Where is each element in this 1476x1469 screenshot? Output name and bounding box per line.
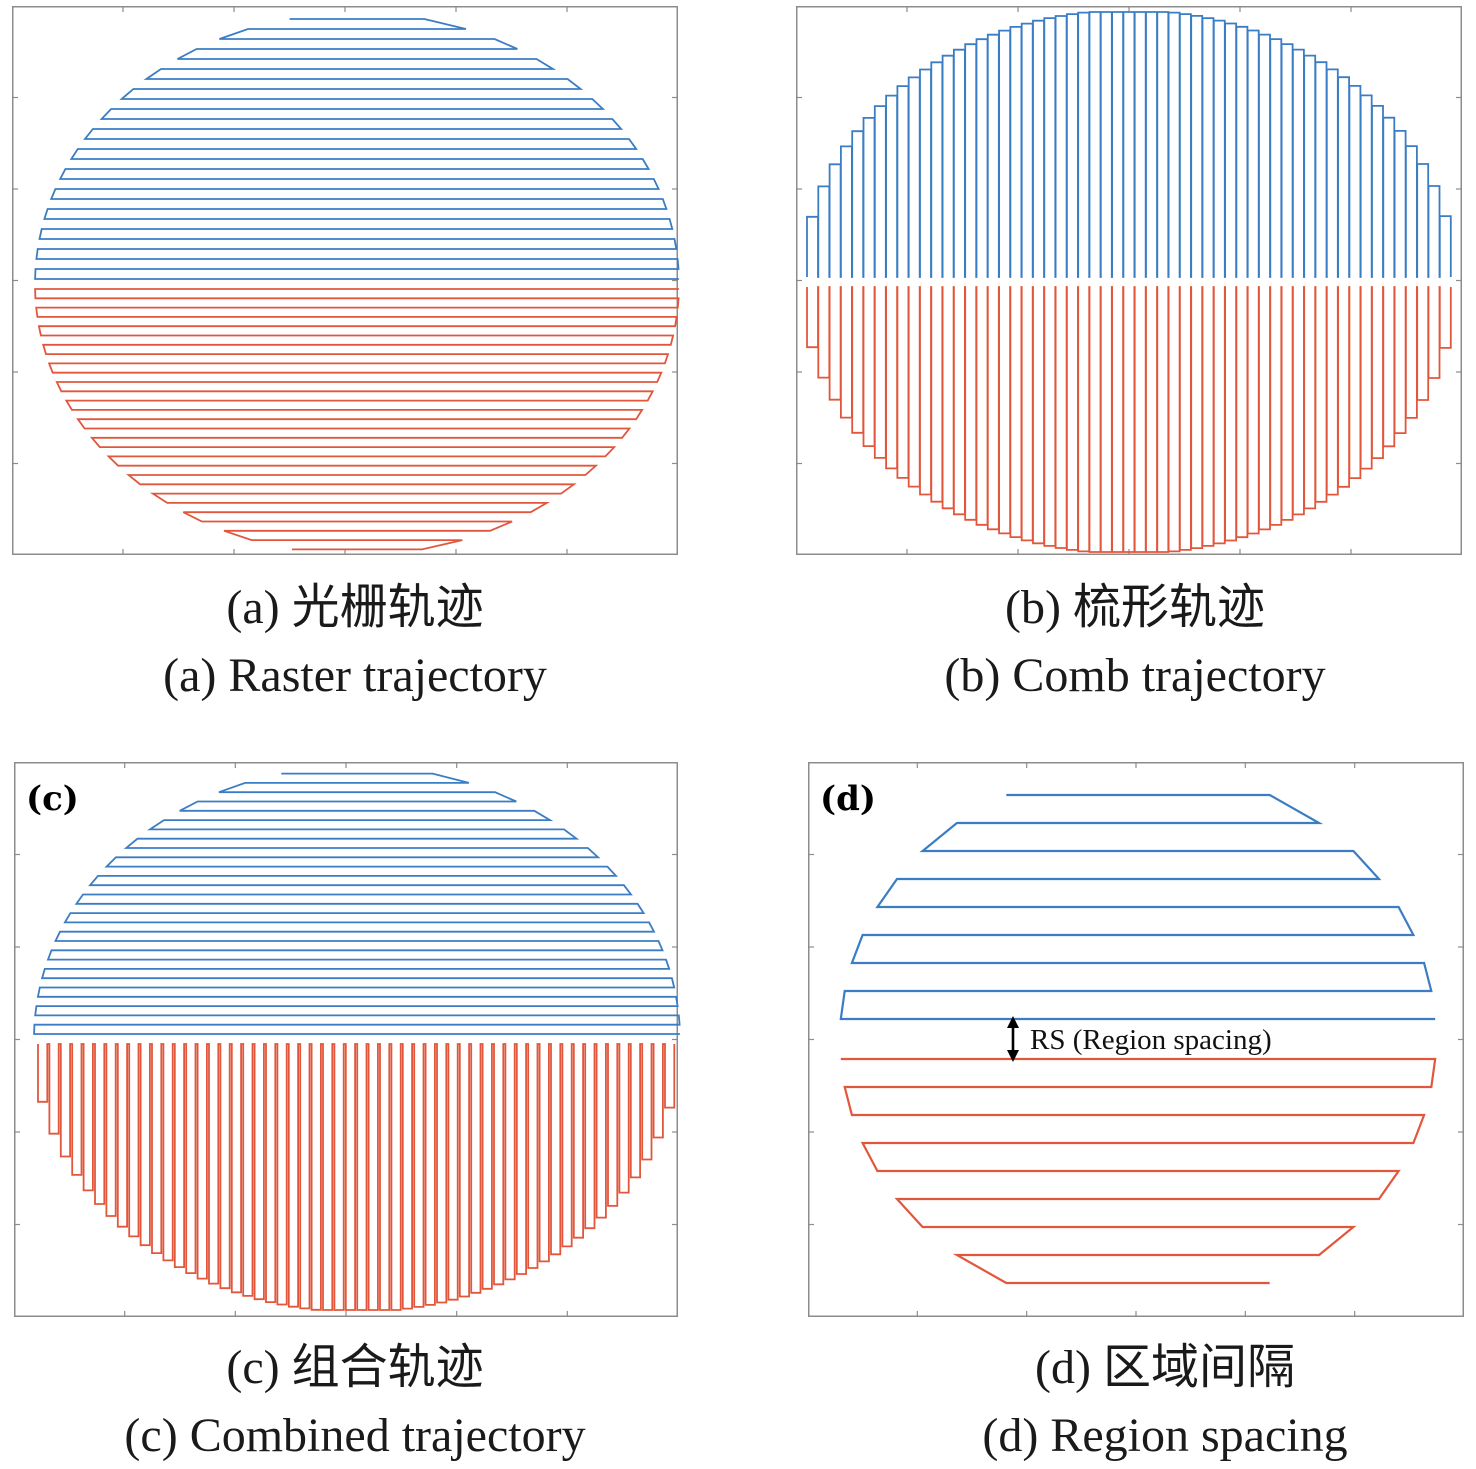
upper-region-trajectory	[33, 772, 681, 1035]
plot-frame	[796, 6, 1462, 555]
upper-region-trajectory	[34, 18, 680, 280]
axis-ticks	[12, 6, 678, 555]
comb-plot	[796, 6, 1462, 555]
lower-region-trajectory	[806, 286, 1452, 553]
panel-raster	[12, 6, 680, 555]
panel-combined: (c)	[14, 762, 681, 1317]
caption-en-a: (a) Raster trajectory	[163, 649, 547, 702]
caption-cn-a: (a) 光栅轨迹	[226, 581, 484, 634]
caption-en-d: (d) Region spacing	[982, 1409, 1348, 1462]
axis-ticks	[808, 762, 1464, 1317]
caption-en-b: (b) Comb trajectory	[944, 649, 1326, 702]
panel-region-spacing: (d) RS (Region spacing)	[808, 762, 1464, 1317]
lower-region-trajectory	[840, 1057, 1437, 1285]
axis-ticks	[14, 762, 678, 1317]
upper-region-trajectory	[806, 11, 1452, 278]
caption-en-c: (c) Combined trajectory	[124, 1409, 586, 1462]
lower-region-trajectory	[34, 288, 680, 551]
region-spacing-label: RS (Region spacing)	[1030, 1024, 1272, 1056]
panel-tag-d: (d)	[820, 779, 876, 819]
caption-cn-b: (b) 梳形轨迹	[1005, 581, 1265, 634]
panel-comb	[796, 6, 1462, 555]
raster-plot	[12, 6, 680, 555]
region-spacing-arrow	[1007, 1016, 1019, 1062]
lower-region-trajectory	[37, 1043, 676, 1311]
caption-cn-c: (c) 组合轨迹	[226, 1341, 484, 1394]
region-spacing-plot: (d) RS (Region spacing)	[808, 762, 1464, 1317]
upper-region-trajectory	[839, 793, 1436, 1021]
axis-ticks	[796, 6, 1462, 555]
combined-plot: (c)	[14, 762, 681, 1317]
panel-tag-c: (c)	[26, 779, 79, 819]
caption-cn-d: (d) 区域间隔	[1035, 1341, 1295, 1394]
